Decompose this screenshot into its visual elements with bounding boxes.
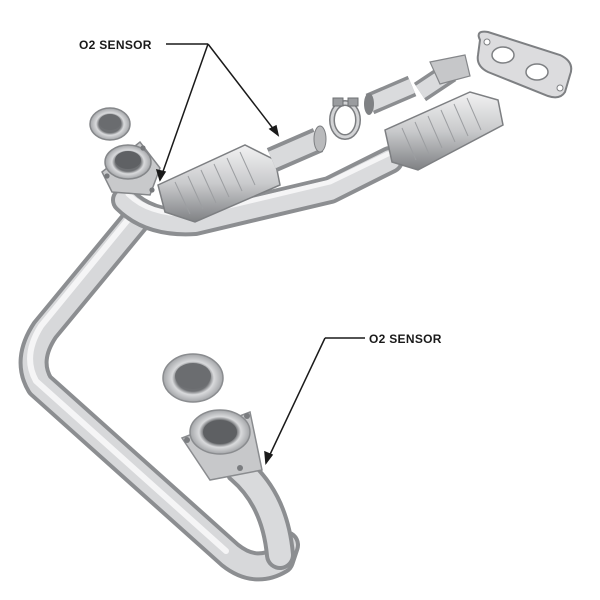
lower-flange (180, 409, 263, 481)
upper-left-flange (101, 140, 161, 196)
manifold-gasket (476, 30, 573, 99)
callout-leaders (155, 43, 365, 466)
main-downpipe (18, 200, 300, 582)
lower-o2-sensor-label: O2 SENSOR (369, 332, 442, 346)
lower-o2-sensor-leader (264, 337, 365, 466)
upper-o2-sensor-label: O2 SENSOR (79, 38, 152, 52)
upper-o2-sensor-leader (155, 43, 280, 182)
upper-gasket-ring (89, 107, 131, 141)
left-catalytic-converter (157, 125, 327, 223)
pipe-clamp (329, 97, 361, 140)
connector-tube (364, 75, 417, 115)
right-catalytic-converter (384, 54, 504, 171)
lower-gasket-ring (162, 353, 224, 403)
